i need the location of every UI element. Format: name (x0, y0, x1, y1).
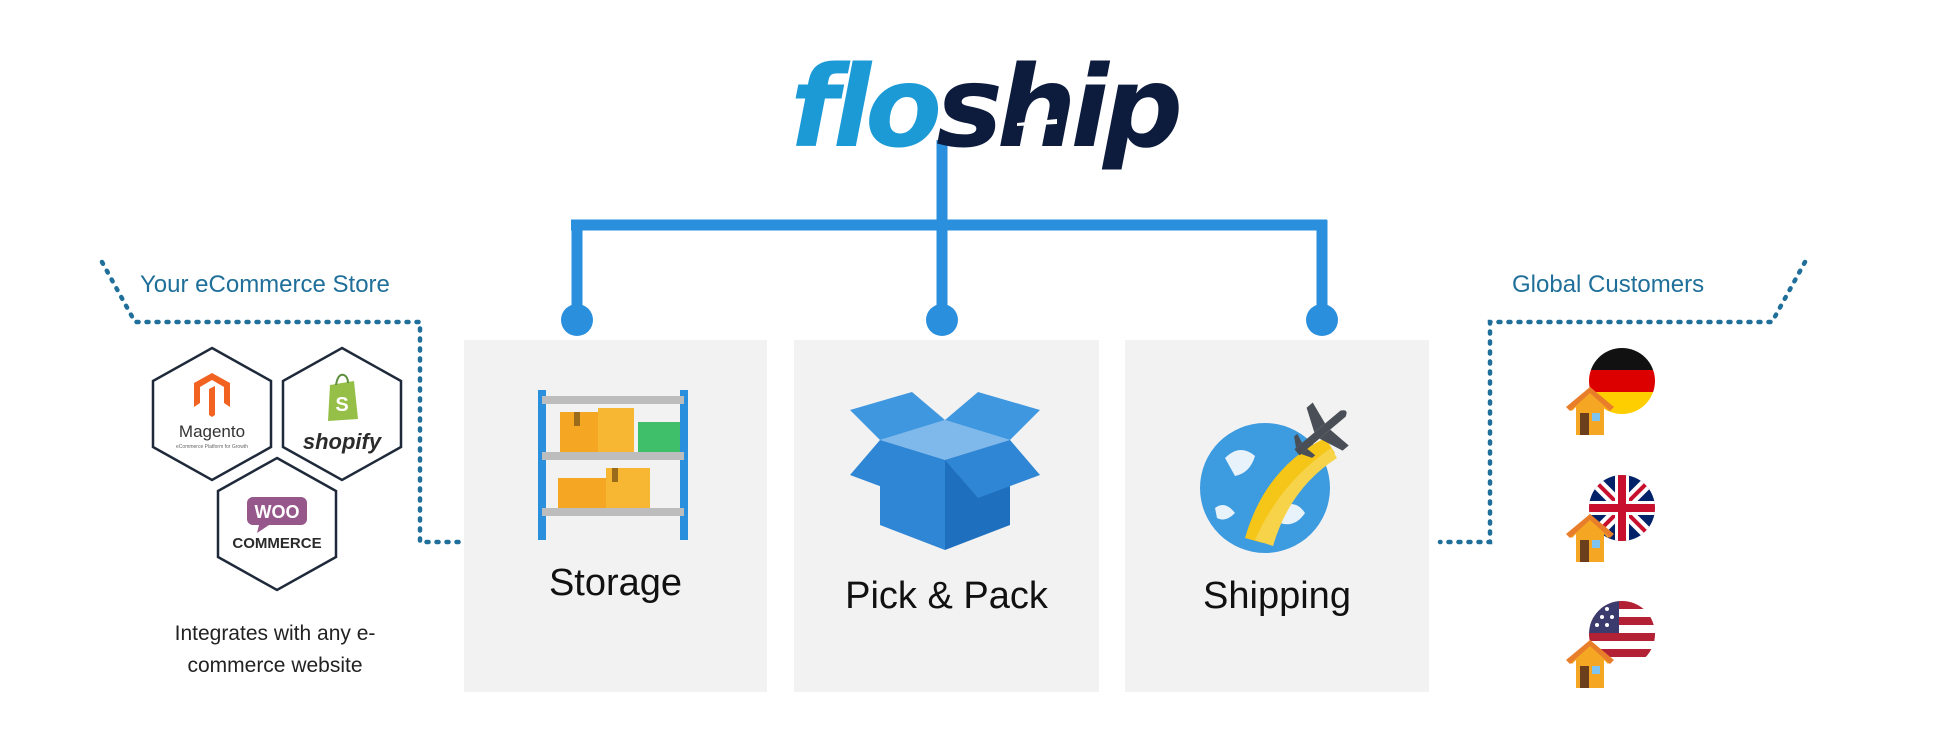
woocommerce-hexagon: WOO COMMERCE (215, 455, 339, 593)
open-box-icon (850, 392, 1040, 550)
customers-heading: Global Customers (1512, 271, 1705, 298)
woocommerce-logo-icon: WOO (247, 497, 307, 533)
magento-hexagon: Magento eCommerce Platform for Growth (150, 345, 274, 483)
shipping-panel: Shipping (1125, 340, 1429, 692)
customer-uk (1560, 472, 1670, 572)
customer-us (1560, 598, 1670, 698)
shopify-name: shopify (303, 429, 383, 454)
shopify-bag-icon: S (328, 373, 358, 421)
globe-airplane-icon (1200, 402, 1349, 553)
svg-text:S: S (335, 394, 348, 416)
floship-logo: floship (790, 48, 1183, 168)
shelf-boxes-icon (538, 390, 688, 540)
magento-name: Magento (179, 422, 245, 441)
shipping-label: Shipping (1203, 575, 1351, 617)
logo-plane-icon (1017, 114, 1057, 132)
connector-node-storage (561, 304, 593, 336)
storage-label: Storage (548, 562, 683, 604)
connector-node-shipping (1306, 304, 1338, 336)
svg-text:WOO: WOO (255, 502, 300, 522)
customer-germany (1560, 345, 1670, 445)
store-heading: Your eCommerce Store (140, 271, 390, 298)
connector-node-pick-pack (926, 304, 958, 336)
integrates-text: Integrates with any e-commerce website (174, 622, 376, 677)
logo-ship-text: ship (936, 43, 1183, 173)
magento-tagline: eCommerce Platform for Growth (176, 444, 248, 450)
house-us-flag-icon (1566, 601, 1655, 688)
woocommerce-name: COMMERCE (232, 535, 321, 552)
house-germany-flag-icon (1566, 348, 1655, 435)
pick-pack-label: Pick & Pack (845, 575, 1048, 617)
pick-pack-panel: Pick & Pack (794, 340, 1099, 692)
magento-logo-icon (194, 373, 230, 417)
logo-flo-text: flo (790, 43, 942, 173)
house-uk-flag-icon (1566, 475, 1655, 562)
storage-panel: Storage (464, 340, 767, 692)
shopify-hexagon: S shopify (280, 345, 404, 483)
